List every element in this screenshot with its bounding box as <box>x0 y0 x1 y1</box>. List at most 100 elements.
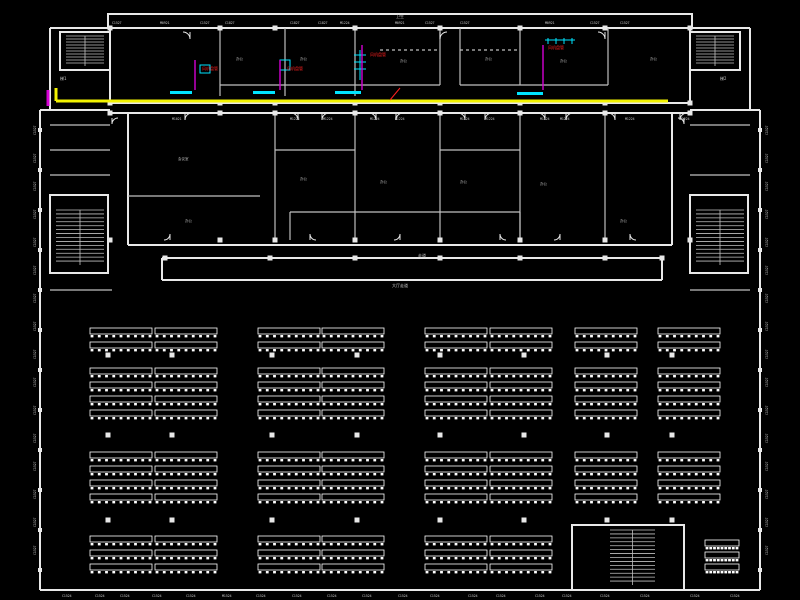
seat-row <box>424 381 488 389</box>
seat <box>687 389 691 392</box>
seat <box>273 557 276 560</box>
seat <box>497 375 501 378</box>
seat <box>454 557 458 560</box>
seat <box>658 501 662 504</box>
window-tag-left: C1527 <box>33 125 37 135</box>
seat <box>162 501 166 504</box>
seat <box>329 335 333 338</box>
seat <box>344 389 348 392</box>
seat-row <box>321 341 385 349</box>
seat <box>280 571 284 574</box>
seat <box>344 571 348 574</box>
seat <box>90 501 94 504</box>
seat <box>425 375 429 378</box>
seat <box>199 473 202 476</box>
seat <box>126 335 130 338</box>
seat-row <box>257 493 321 501</box>
seat <box>366 417 369 420</box>
seat <box>344 473 348 476</box>
window-tag-right: C1527 <box>765 265 769 275</box>
seat <box>105 459 108 462</box>
seat <box>141 349 145 352</box>
seat <box>141 473 145 476</box>
seat <box>483 349 487 352</box>
seat <box>112 487 116 490</box>
seat <box>184 557 188 560</box>
seat <box>258 335 262 338</box>
seat <box>548 403 552 406</box>
seat <box>658 417 662 420</box>
seat <box>611 417 615 420</box>
window-tag-bottom: C1524 <box>640 594 650 598</box>
column <box>269 432 275 438</box>
seat <box>541 417 545 420</box>
seat <box>483 375 487 378</box>
seat <box>497 571 501 574</box>
seat <box>294 417 298 420</box>
seat <box>611 389 615 392</box>
seat <box>432 501 436 504</box>
seat <box>97 571 101 574</box>
seat <box>213 375 217 378</box>
seat <box>440 473 443 476</box>
seat <box>534 335 537 338</box>
seat <box>709 547 713 550</box>
seat <box>258 389 262 392</box>
seat <box>604 375 608 378</box>
seat <box>258 375 262 378</box>
seat <box>548 501 552 504</box>
seat <box>476 459 480 462</box>
seat <box>619 375 622 378</box>
door-arc <box>395 112 404 121</box>
seat <box>126 487 130 490</box>
seat <box>512 459 516 462</box>
seat <box>709 403 713 406</box>
seat <box>665 403 669 406</box>
seat <box>322 403 326 406</box>
window-tag-left: C1527 <box>33 293 37 303</box>
seat <box>155 375 159 378</box>
window-tag-left: C1527 <box>33 237 37 247</box>
seat <box>716 559 720 562</box>
seat <box>97 417 101 420</box>
seat <box>97 557 101 560</box>
seat <box>582 473 586 476</box>
column <box>354 352 360 358</box>
seat <box>358 403 362 406</box>
seat <box>351 417 355 420</box>
seat <box>611 349 615 352</box>
seat-row <box>657 395 721 403</box>
seat <box>273 473 276 476</box>
seat <box>97 487 101 490</box>
column <box>521 517 527 523</box>
seat-row <box>154 367 218 375</box>
seat <box>287 459 291 462</box>
seat <box>702 487 705 490</box>
seat <box>309 459 313 462</box>
door-tag: M1224 <box>395 117 405 121</box>
seat <box>294 473 298 476</box>
seat <box>705 559 709 562</box>
seat <box>687 487 691 490</box>
seat-row <box>321 479 385 487</box>
seat <box>309 403 313 406</box>
column <box>758 488 762 492</box>
seat-row <box>424 395 488 403</box>
seat <box>476 417 480 420</box>
seat <box>716 389 720 392</box>
seat <box>534 459 537 462</box>
column <box>38 248 42 252</box>
seat <box>512 543 516 546</box>
seat <box>476 375 480 378</box>
column <box>687 25 693 31</box>
seat <box>497 473 501 476</box>
seat <box>425 557 429 560</box>
seat <box>148 571 152 574</box>
seat-row <box>257 367 321 375</box>
column <box>517 25 523 31</box>
seat <box>512 375 516 378</box>
seat <box>265 403 269 406</box>
seat <box>716 501 720 504</box>
seat-row <box>321 535 385 543</box>
seat <box>126 571 130 574</box>
